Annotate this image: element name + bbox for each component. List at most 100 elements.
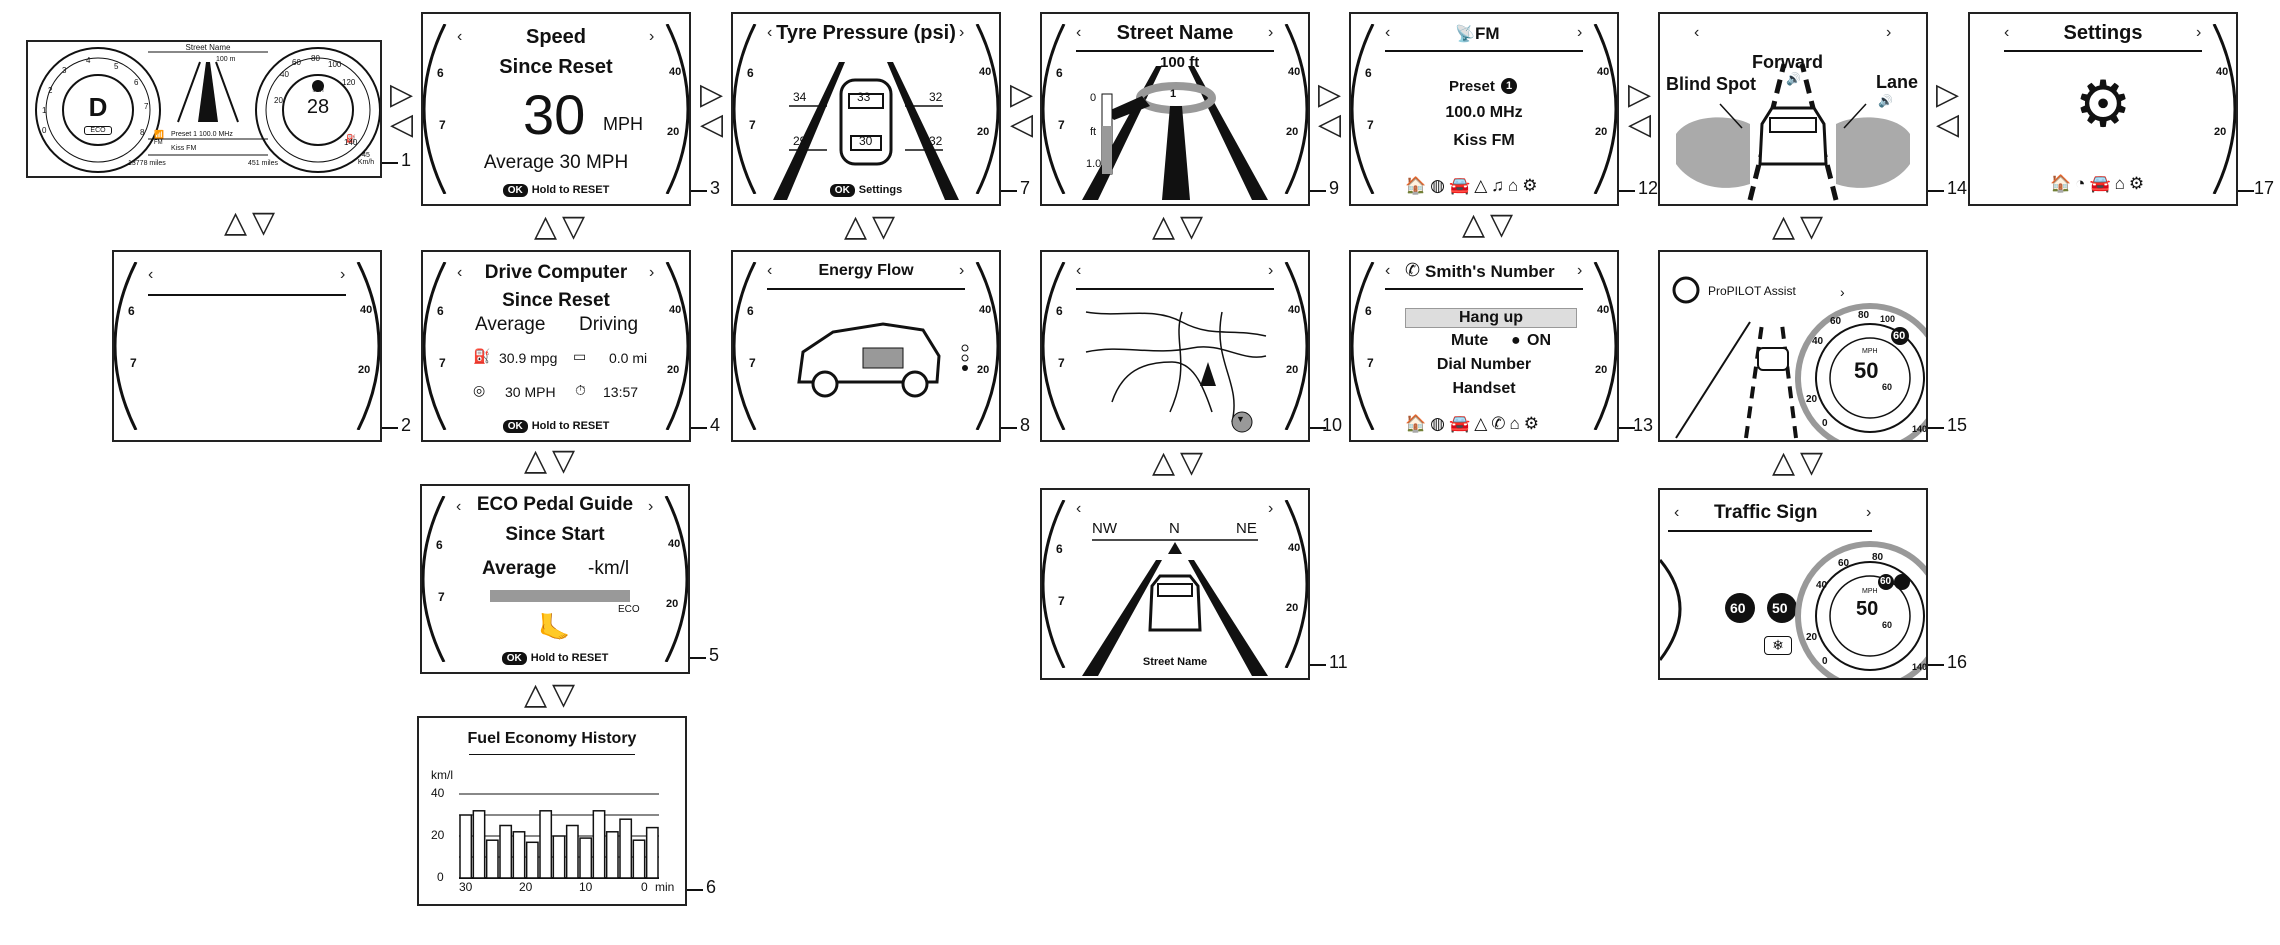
gauge-right-20: 20 <box>667 364 680 376</box>
nav-left-icon[interactable]: ‹ <box>1076 500 1082 517</box>
home-icon[interactable]: 🏠 <box>2050 174 2076 193</box>
nav-left-icon[interactable]: ‹ <box>2004 24 2010 41</box>
car-icon[interactable]: 🚘 <box>2089 174 2115 193</box>
callout-line-5 <box>690 657 706 659</box>
nav-left-icon[interactable]: ‹ <box>1076 24 1082 41</box>
hang-up-option[interactable]: Hang up <box>1405 308 1577 328</box>
gauge-right-20: 20 <box>358 364 371 376</box>
nav-right-icon[interactable]: › <box>1577 24 1583 41</box>
average-speed: Average 30 MPH <box>483 152 629 173</box>
nav-left-icon[interactable]: ‹ <box>457 264 463 281</box>
nav-right-icon[interactable]: › <box>649 264 655 281</box>
callout-6: 6 <box>706 877 717 897</box>
assist-icon[interactable]: ⌂ <box>1509 414 1524 433</box>
forward-sound-icon: 🔊 <box>1786 72 1801 86</box>
header-rule <box>767 288 965 290</box>
left-gauge-arc <box>1351 24 1375 194</box>
gauge-tick-80: 80 <box>1858 310 1870 321</box>
eco-badge: ECO <box>84 126 112 135</box>
home-icon[interactable]: 🏠 <box>1405 414 1431 433</box>
nav-left-icon[interactable]: ‹ <box>767 24 773 41</box>
left-gauge-arc <box>1351 262 1375 430</box>
odometer: 13778 miles <box>128 160 166 167</box>
callout-3: 3 <box>710 178 721 198</box>
media-icon[interactable]: ◍ <box>1430 414 1450 433</box>
ok-button[interactable]: OK <box>502 184 528 197</box>
callout-16: 16 <box>1947 652 1968 672</box>
ok-button[interactable]: OK <box>502 420 528 433</box>
lane-label: Lane <box>1876 72 1919 92</box>
rpm-tick-4: 4 <box>86 56 91 65</box>
fuel-bar-0 <box>459 814 473 879</box>
screen-title: Traffic Sign <box>1714 502 1818 523</box>
arrow-down-i: ▽ <box>1800 446 1824 479</box>
nav-left-icon[interactable]: ‹ <box>1385 262 1391 279</box>
nav-right-icon[interactable]: › <box>649 28 655 45</box>
arrow-right-2: ▷ <box>700 78 724 111</box>
nav-right-icon[interactable]: › <box>1268 500 1274 517</box>
settings-gear-icon[interactable]: ⚙ <box>1522 176 1542 195</box>
nav-right-icon[interactable]: › <box>2196 24 2202 41</box>
callout-8: 8 <box>1020 415 1031 435</box>
driver-icon[interactable]: ◔ <box>2075 174 2090 193</box>
car-icon[interactable]: 🚘 <box>1449 414 1475 433</box>
nav-right-icon[interactable]: › <box>1577 262 1583 279</box>
nav-left-icon[interactable]: ‹ <box>1385 24 1391 41</box>
ok-button[interactable]: OK <box>829 184 855 197</box>
nav-left-icon[interactable]: ‹ <box>148 266 154 283</box>
fuel-bar-8 <box>565 824 579 879</box>
clock-icon: ⏱ <box>575 382 586 398</box>
dial-number-option[interactable]: Dial Number <box>1436 356 1532 373</box>
screen-5-eco-pedal-guide: ‹ › ECO Pedal Guide Since Start Average … <box>420 484 690 674</box>
nav-right-icon[interactable]: › <box>1268 262 1274 279</box>
right-gauge-arc <box>975 262 999 430</box>
menu-icon-row: 🏠◍🚘△♫⌂⚙ <box>1405 176 1542 196</box>
gauge-right-40: 40 <box>360 304 373 316</box>
music-icon[interactable]: ♫ <box>1491 176 1509 195</box>
nav-right-icon[interactable]: › <box>648 498 654 515</box>
callout-11: 11 <box>1329 652 1348 672</box>
gauge-right-20: 20 <box>977 364 990 376</box>
ok-button[interactable]: OK <box>501 652 527 665</box>
nav-left-icon[interactable]: ‹ <box>1694 24 1700 41</box>
assist-icon[interactable]: ⌂ <box>1508 176 1523 195</box>
nav-left-icon[interactable]: ‹ <box>1674 504 1680 521</box>
arrow-left-5: ◁ <box>1628 108 1652 141</box>
eco-gauge-bar <box>490 590 630 602</box>
nav-right-icon[interactable]: › <box>1866 504 1872 521</box>
gauge-tick-40: 40 <box>1816 580 1828 591</box>
arrow-right-5: ▷ <box>1628 78 1652 111</box>
sign-right-limit: 50 <box>1772 600 1788 616</box>
arrow-up-a: △ <box>224 206 248 239</box>
rpm-tick-0: 0 <box>42 126 47 135</box>
home-icon[interactable]: 🏠 <box>1405 176 1431 195</box>
car-icon[interactable]: 🚘 <box>1449 176 1475 195</box>
gauge-left-6: 6 <box>747 304 754 318</box>
nav-left-icon[interactable]: ‹ <box>456 498 462 515</box>
mute-option[interactable]: Mute <box>1451 332 1489 349</box>
nav-left-icon[interactable]: ‹ <box>767 262 773 279</box>
preset-number: 1 <box>1501 78 1517 94</box>
settings-gear-icon[interactable]: ⚙ <box>1523 414 1544 433</box>
handset-option[interactable]: Handset <box>1452 380 1516 397</box>
phone-menu-icon[interactable]: ✆ <box>1491 414 1510 433</box>
nav-right-icon[interactable]: › <box>959 24 965 41</box>
media-icon[interactable]: ◍ <box>1430 176 1450 195</box>
nav-left-icon[interactable]: ‹ <box>1076 262 1082 279</box>
nav-right-icon[interactable]: › <box>1886 24 1892 41</box>
navigation-icon[interactable]: △ <box>1474 414 1492 433</box>
gauge-left-6: 6 <box>1365 304 1372 318</box>
nav-right-icon[interactable]: › <box>1268 24 1274 41</box>
navigation-icon[interactable]: △ <box>1474 176 1492 195</box>
radio-wave-icon: 📡 <box>1455 26 1475 43</box>
settings-menu-icon[interactable]: ⚙ <box>2128 174 2149 193</box>
nav-right-icon[interactable]: › <box>959 262 965 279</box>
assist-icon[interactable]: ⌂ <box>2114 174 2129 193</box>
callout-9: 9 <box>1329 178 1340 198</box>
speed-unit: MPH <box>312 88 324 94</box>
gauge-tick-40: 40 <box>1812 336 1824 347</box>
nav-left-icon[interactable]: ‹ <box>457 28 463 45</box>
nav-right-icon[interactable]: › <box>340 266 346 283</box>
hold-label: Hold to RESET <box>531 420 610 432</box>
